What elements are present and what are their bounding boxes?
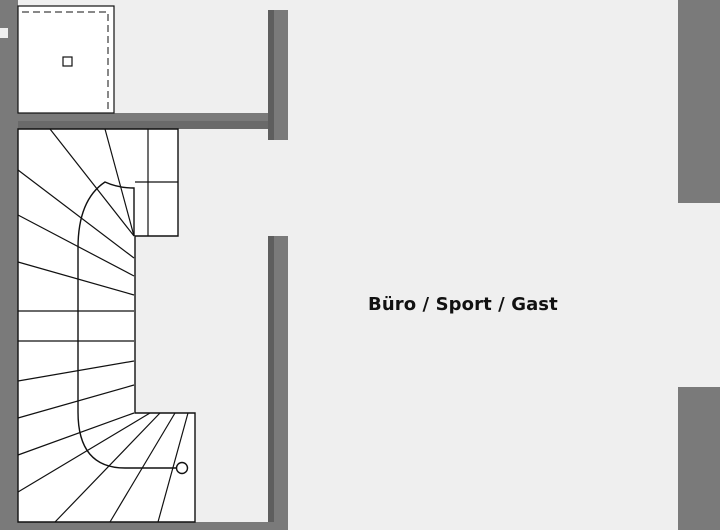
stair-tread	[109, 412, 176, 523]
wall-bottom	[0, 522, 288, 530]
stair-tread	[104, 128, 135, 237]
stair-tread	[17, 384, 135, 419]
stair-tread	[54, 412, 161, 523]
wall-right-upper	[678, 0, 720, 203]
small-room	[17, 5, 115, 114]
stair-walk-line	[77, 181, 182, 469]
stair-tread	[17, 261, 135, 296]
stair-tread	[17, 412, 151, 493]
small-room-square-symbol	[62, 56, 73, 67]
wall-partition-upper-shade	[268, 10, 274, 140]
small-room-dashed-outline	[22, 11, 109, 112]
wall-partition-lower-shade	[268, 236, 274, 530]
staircase	[17, 128, 196, 523]
wall-left-outer	[0, 0, 18, 530]
stair-tread	[49, 128, 135, 237]
room-label-buero-sport-gast: Büro / Sport / Gast	[368, 294, 558, 315]
wall-horizontal-upper-inner	[18, 121, 280, 129]
wall-left-stub	[0, 28, 8, 38]
stair-tread	[157, 412, 189, 523]
stair-tread	[17, 360, 135, 382]
stair-tread	[17, 412, 135, 456]
stair-tread	[17, 214, 135, 277]
stair-outline	[17, 128, 196, 523]
stair-start-circle	[175, 461, 189, 475]
stair-tread	[17, 169, 135, 259]
wall-right-lower	[678, 387, 720, 530]
